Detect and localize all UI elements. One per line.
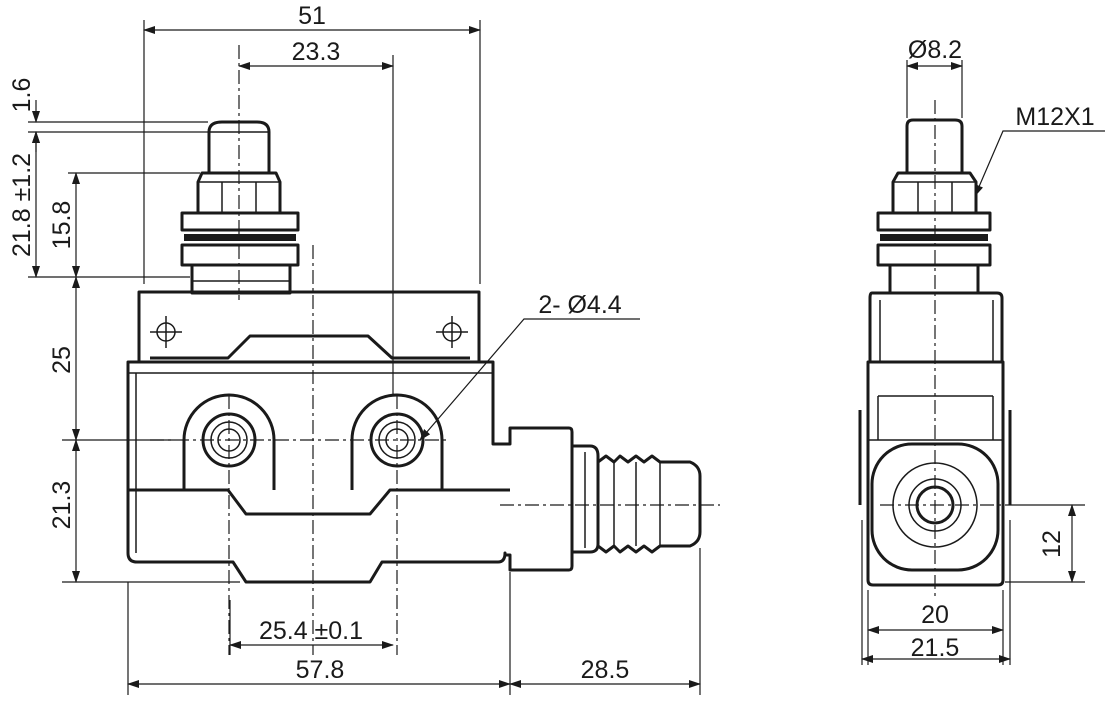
front-screw-holes	[150, 316, 468, 348]
dim-mount-holes: 2- Ø4.4	[538, 291, 621, 319]
dim-cable-gland: 28.5	[581, 656, 630, 684]
front-extension-lines	[28, 20, 701, 695]
dim-gland-height: 12	[1038, 530, 1066, 558]
front-housing	[126, 290, 574, 584]
dim-body-upper-height: 25	[48, 346, 76, 374]
dim-hole-to-plunger: 23.3	[292, 38, 341, 66]
front-cable-gland	[572, 444, 702, 554]
side-center-lines	[880, 100, 1010, 600]
front-plunger	[180, 120, 300, 295]
side-dimension-lines	[861, 62, 1105, 663]
dim-outer-width: 21.5	[911, 634, 960, 662]
side-dimension-texts: Ø8.2 M12X1 12 20 21.5	[908, 36, 1095, 662]
front-view: 51 23.3 1.6 21.8 ±1.2 15.8 25 21.3 2- Ø4…	[8, 2, 720, 695]
dim-overtravel: 21.8 ±1.2	[8, 153, 36, 257]
dim-inner-width: 20	[921, 601, 949, 629]
front-center-lines	[150, 45, 720, 655]
dim-plunger-height: 15.8	[48, 201, 76, 250]
dim-body-width: 57.8	[296, 656, 345, 684]
dim-hole-pitch: 25.4 ±0.1	[259, 617, 363, 645]
dim-overall-top-width: 51	[298, 2, 326, 30]
front-dimension-lines	[32, 26, 701, 688]
front-dimension-texts: 51 23.3 1.6 21.8 ±1.2 15.8 25 21.3 2- Ø4…	[8, 2, 629, 684]
dim-body-lower-height: 21.3	[48, 481, 76, 530]
dim-plunger-cap: 1.6	[8, 78, 36, 113]
side-plunger	[876, 118, 992, 295]
dim-thread: M12X1	[1015, 103, 1094, 131]
side-view: Ø8.2 M12X1 12 20 21.5	[858, 36, 1105, 665]
dim-plunger-diameter: Ø8.2	[908, 36, 962, 64]
